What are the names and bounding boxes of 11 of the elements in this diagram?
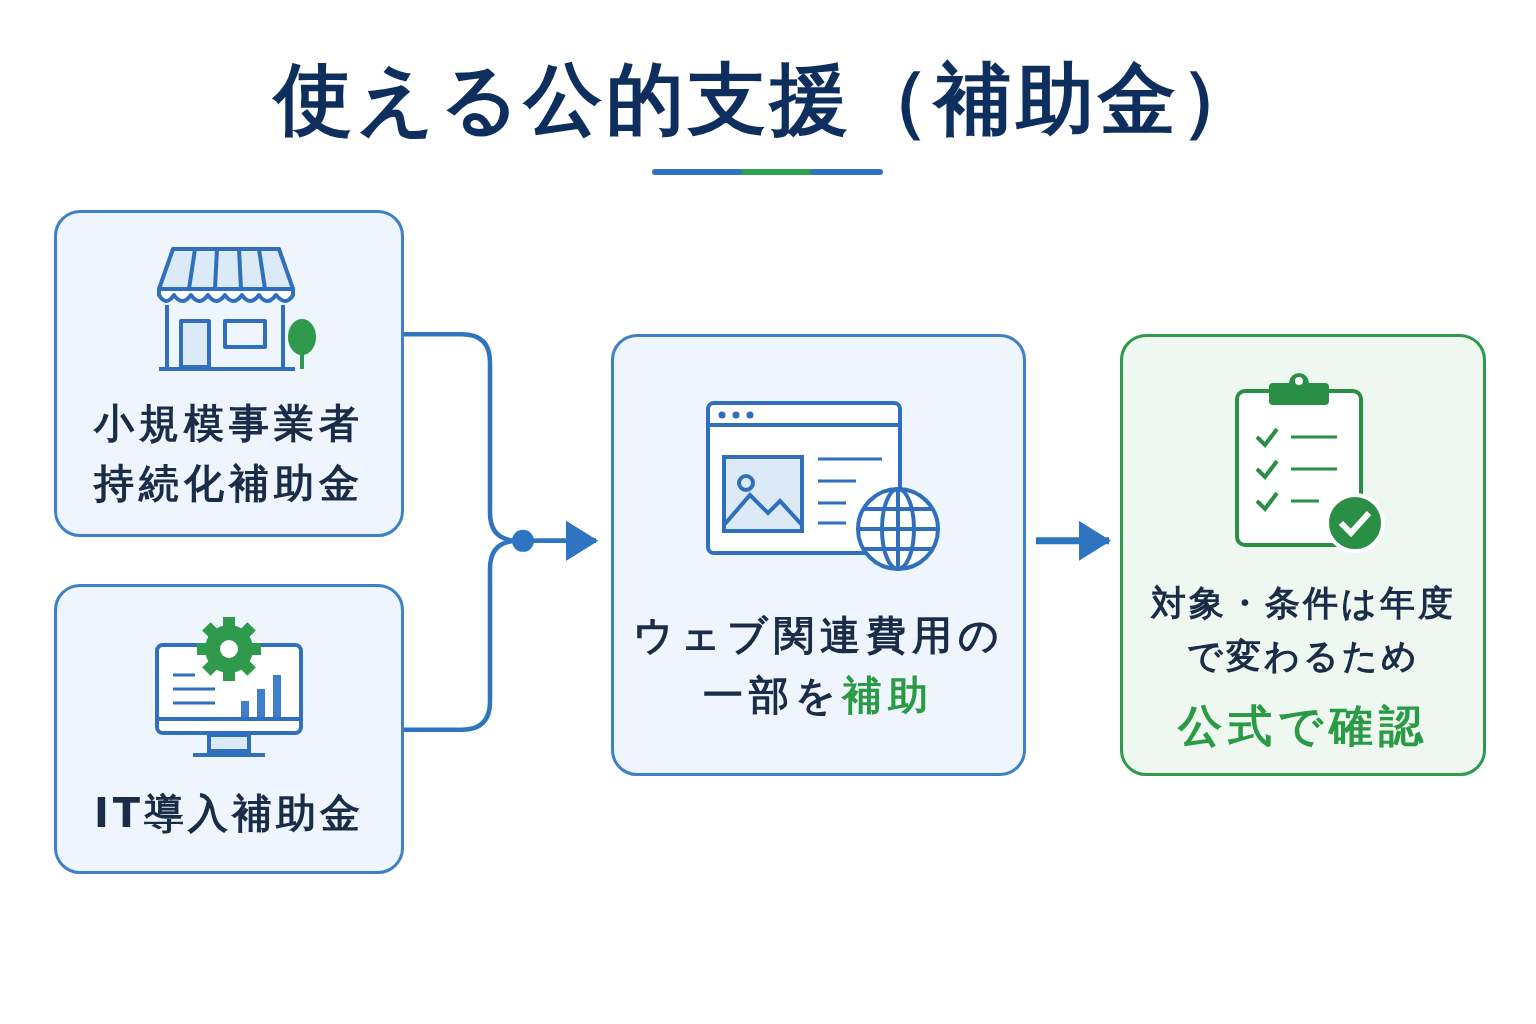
note-box	[1120, 334, 1486, 776]
process-box	[54, 210, 404, 537]
node-label: 対象・条件は年度で変わるため	[1149, 582, 1457, 678]
arrow	[404, 520, 598, 733]
node-label: ウェブ関連費用の一部を補助	[631, 611, 1006, 720]
title: 使える公的支援（補助金）	[271, 53, 1263, 146]
process-box	[54, 584, 404, 874]
process-box	[611, 334, 1026, 776]
node-label: 小規模事業者持続化補助金	[92, 399, 365, 508]
emphasis-text: 公式で確認	[1176, 699, 1430, 753]
node-label: IT導入補助金	[92, 789, 366, 838]
